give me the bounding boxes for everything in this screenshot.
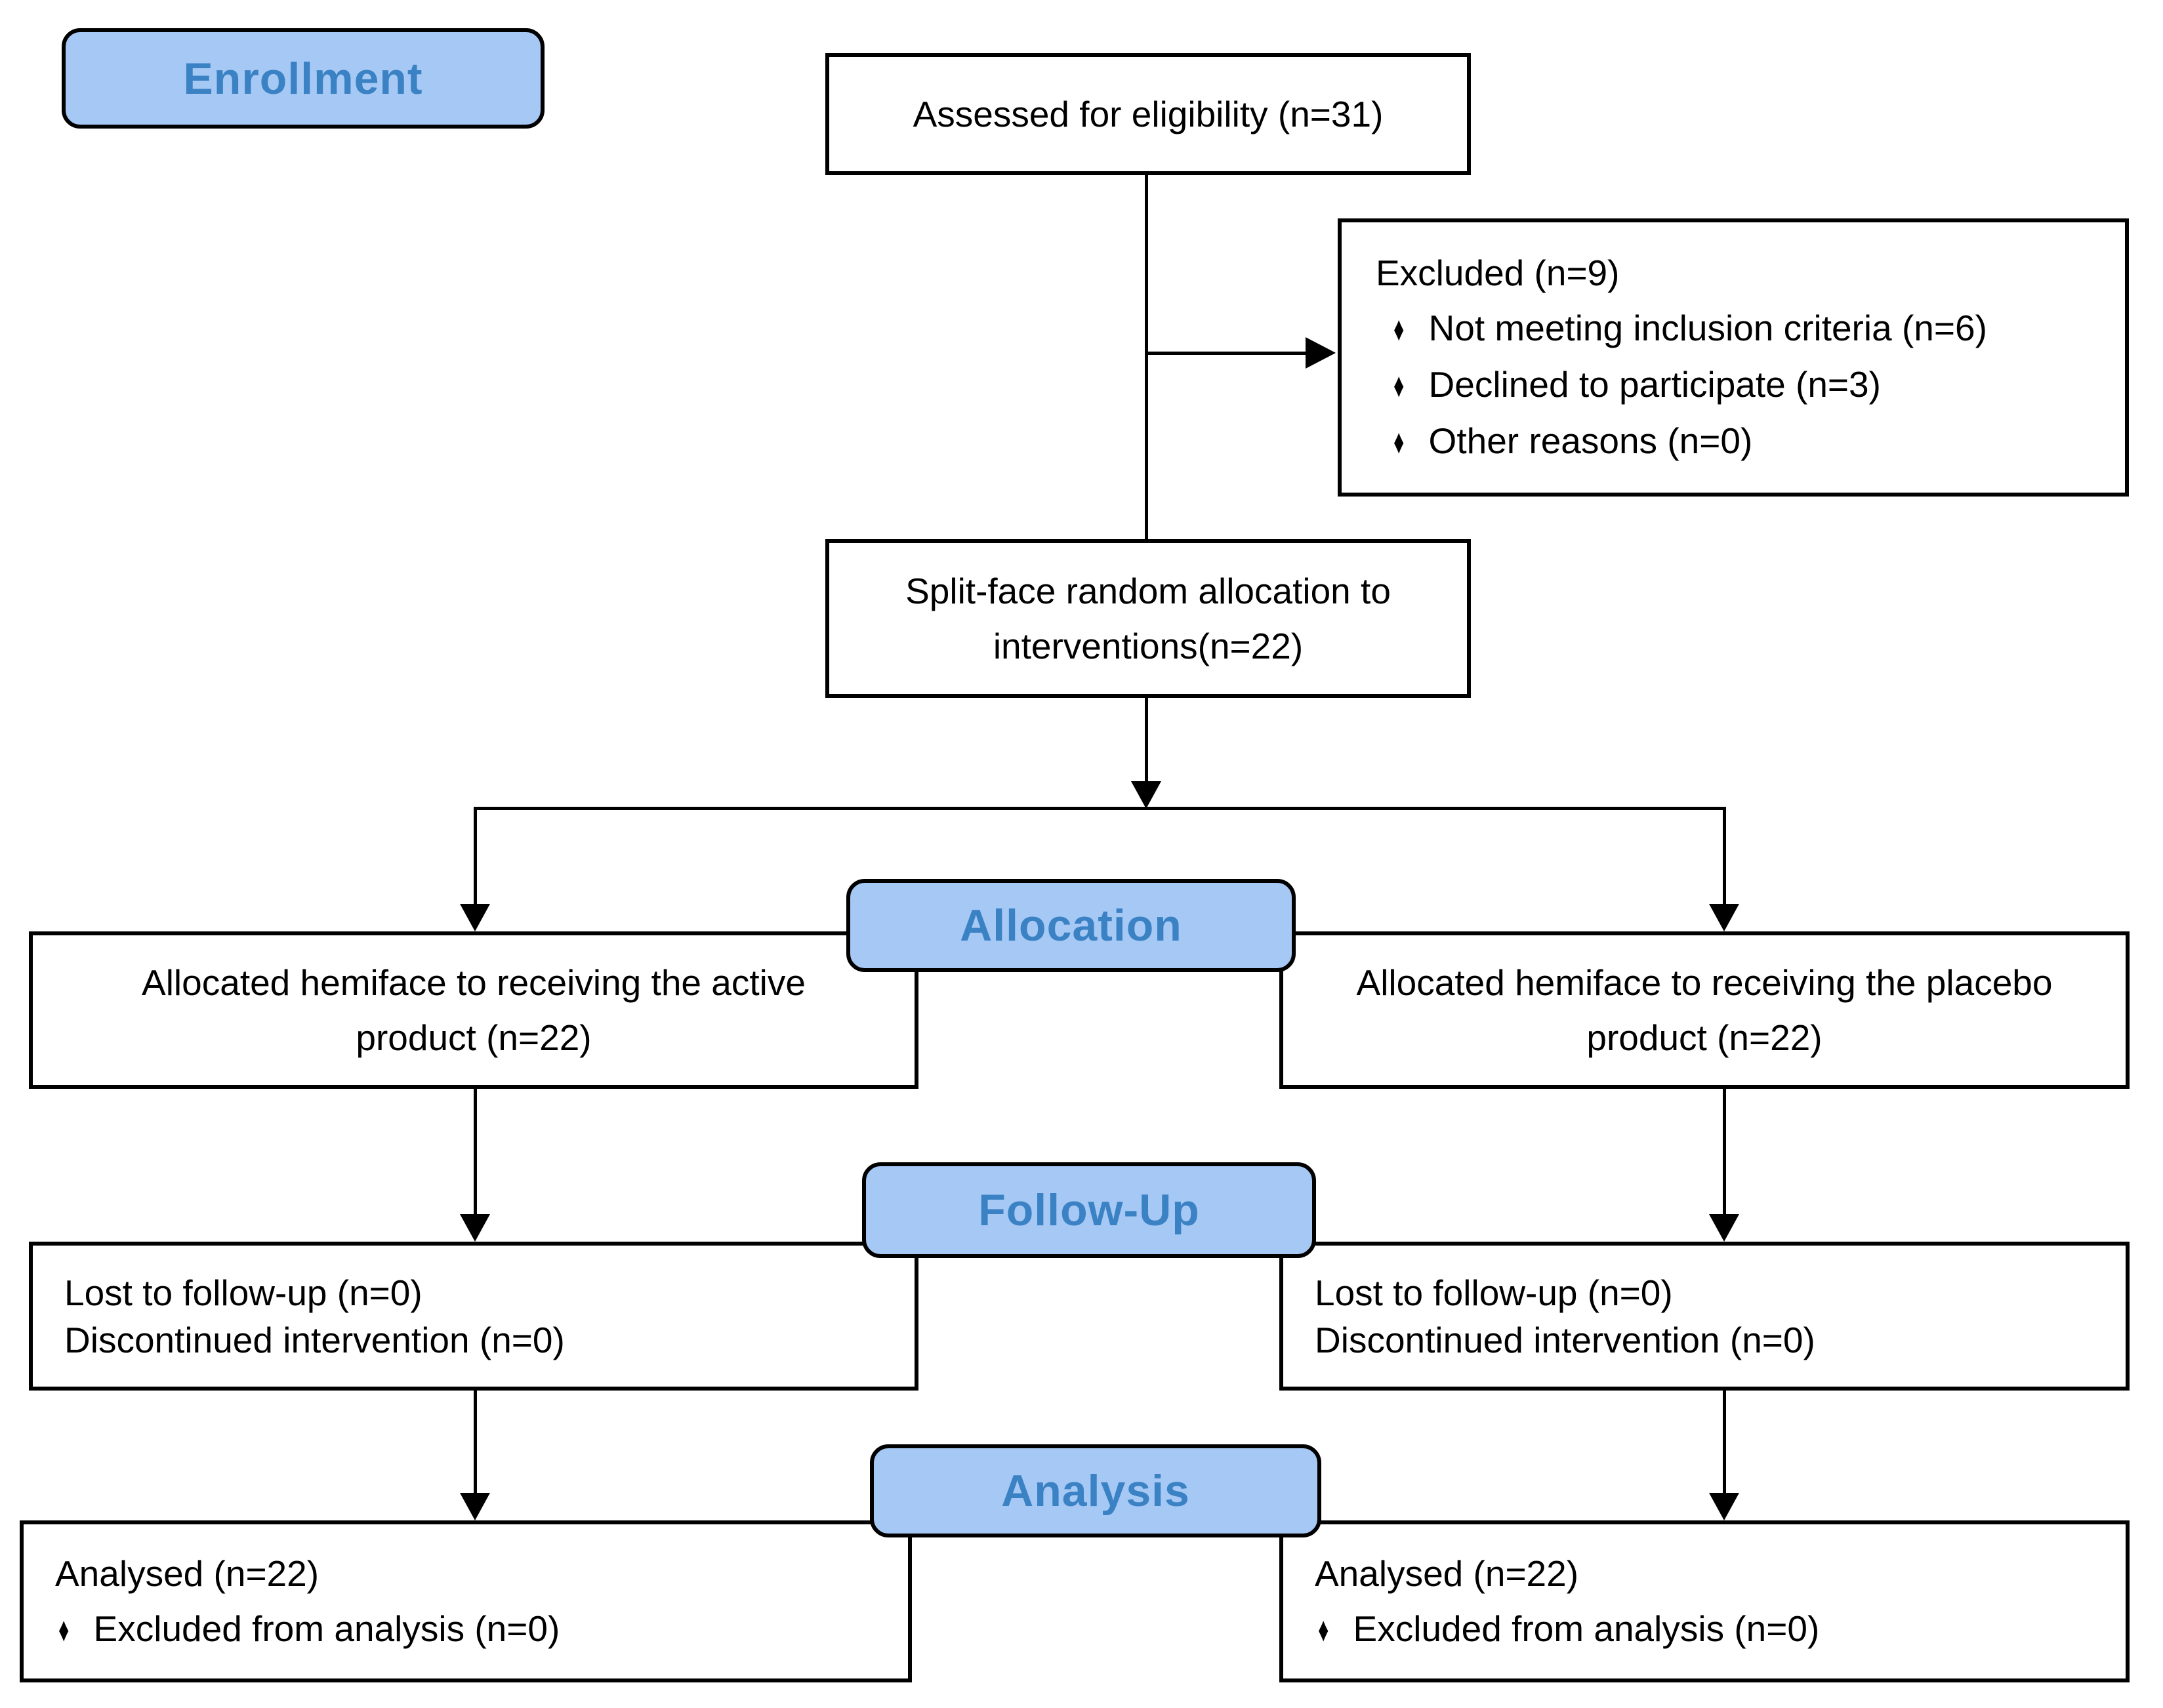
allocation-label: Allocation — [960, 901, 1182, 950]
excluded-bullet-1: ♦ Not meeting inclusion criteria (n=6) — [1376, 300, 2112, 357]
excluded-bullet-2: ♦ Declined to participate (n=3) — [1376, 357, 2112, 413]
stage-badge-followup: Follow-Up — [862, 1162, 1316, 1258]
randomized-line1: Split-face random allocation to — [905, 571, 1391, 611]
connector-followup-to-analysis-left — [474, 1391, 477, 1494]
analysis-left-title: Analysed (n=22) — [55, 1553, 319, 1594]
connector-branch-to-allocation-left — [474, 807, 477, 904]
diamond-bullet-icon: ♦ — [1393, 310, 1405, 348]
arrowhead-followup-left-icon — [460, 1214, 490, 1242]
allocation-left-line2: product (n=22) — [356, 1017, 592, 1058]
followup-left-line1: Lost to follow-up (n=0) — [64, 1272, 422, 1313]
stage-badge-enrollment: Enrollment — [62, 28, 545, 129]
analysis-right-bullet: ♦ Excluded from analysis (n=0) — [1315, 1601, 2112, 1657]
analysis-right-box: Analysed (n=22) ♦ Excluded from analysis… — [1279, 1520, 2130, 1682]
followup-right-line2: Discontinued intervention (n=0) — [1315, 1319, 1815, 1360]
diamond-bullet-icon: ♦ — [1393, 367, 1405, 405]
analysis-right-title: Analysed (n=22) — [1315, 1553, 1579, 1594]
connector-allocation-to-followup-left — [474, 1089, 477, 1215]
analysis-left-bullet: ♦ Excluded from analysis (n=0) — [55, 1601, 895, 1657]
excluded-bullet-1-text: Not meeting inclusion criteria (n=6) — [1428, 308, 1987, 348]
followup-label: Follow-Up — [978, 1185, 1200, 1235]
excluded-box: Excluded (n=9) ♦ Not meeting inclusion c… — [1338, 218, 2129, 497]
connector-followup-to-analysis-right — [1723, 1391, 1726, 1494]
followup-right-box: Lost to follow-up (n=0) Discontinued int… — [1279, 1242, 2130, 1391]
branch-horizontal-line — [474, 807, 1726, 810]
connector-branch-to-allocation-right — [1723, 807, 1726, 904]
arrowhead-analysis-left-icon — [460, 1493, 490, 1520]
allocation-right-line2: product (n=22) — [1586, 1017, 1823, 1058]
arrowhead-branch-icon — [1131, 781, 1161, 809]
connector-to-excluded — [1147, 352, 1306, 355]
connector-assessed-to-randomized — [1145, 175, 1148, 540]
analysis-left-bullet-text: Excluded from analysis (n=0) — [93, 1608, 560, 1649]
assessed-text: Assessed for eligibility (n=31) — [913, 94, 1384, 134]
arrowhead-allocation-right-icon — [1709, 904, 1739, 931]
followup-left-box: Lost to follow-up (n=0) Discontinued int… — [29, 1242, 918, 1391]
randomized-line2: interventions(n=22) — [993, 626, 1304, 666]
followup-left-line2: Discontinued intervention (n=0) — [64, 1319, 565, 1360]
arrowhead-analysis-right-icon — [1709, 1493, 1739, 1520]
excluded-title: Excluded (n=9) — [1376, 253, 1620, 293]
connector-randomized-to-branch — [1145, 698, 1148, 783]
excluded-bullet-3-text: Other reasons (n=0) — [1428, 420, 1753, 461]
diamond-bullet-icon: ♦ — [58, 1610, 70, 1649]
allocation-right-line1: Allocated hemiface to receiving the plac… — [1356, 962, 2053, 1003]
stage-badge-allocation: Allocation — [846, 879, 1296, 972]
followup-right-line1: Lost to follow-up (n=0) — [1315, 1272, 1673, 1313]
stage-badge-analysis: Analysis — [870, 1444, 1321, 1537]
diamond-bullet-icon: ♦ — [1318, 1610, 1329, 1649]
analysis-right-bullet-text: Excluded from analysis (n=0) — [1353, 1608, 1820, 1649]
analysis-label: Analysis — [1001, 1466, 1190, 1516]
enrollment-label: Enrollment — [183, 53, 423, 104]
connector-allocation-to-followup-right — [1723, 1089, 1726, 1215]
randomized-box: Split-face random allocation to interven… — [825, 539, 1471, 698]
allocation-left-box: Allocated hemiface to receiving the acti… — [29, 931, 918, 1089]
diamond-bullet-icon: ♦ — [1393, 423, 1405, 461]
excluded-bullet-3: ♦ Other reasons (n=0) — [1376, 413, 2112, 470]
arrowhead-allocation-left-icon — [460, 904, 490, 931]
assessed-box: Assessed for eligibility (n=31) — [825, 53, 1471, 175]
arrowhead-followup-right-icon — [1709, 1214, 1739, 1242]
allocation-left-line1: Allocated hemiface to receiving the acti… — [142, 962, 806, 1003]
excluded-bullet-2-text: Declined to participate (n=3) — [1428, 364, 1881, 405]
allocation-right-box: Allocated hemiface to receiving the plac… — [1279, 931, 2130, 1089]
analysis-left-box: Analysed (n=22) ♦ Excluded from analysis… — [20, 1520, 912, 1682]
arrowhead-excluded-icon — [1306, 337, 1336, 369]
